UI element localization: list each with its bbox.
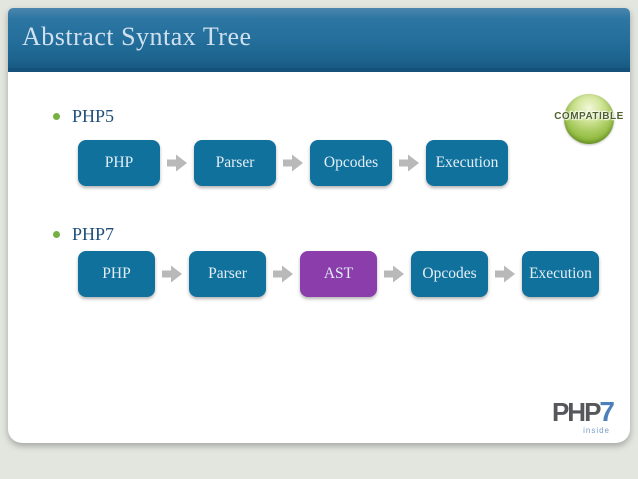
right-arrow-icon — [162, 265, 182, 283]
bullet-php5-label: PHP5 — [72, 106, 115, 126]
bullet-php7-label: PHP7 — [72, 224, 115, 244]
php7-inside-logo: PHP7 inside — [551, 396, 615, 435]
flow-step-box: Execution — [522, 251, 599, 297]
right-arrow-icon — [399, 154, 419, 172]
compatible-badge-label: COMPATIBLE — [554, 111, 624, 122]
right-arrow-icon — [273, 265, 293, 283]
bullet-php7: PHP7 — [53, 224, 114, 245]
compatible-badge: COMPATIBLE — [548, 90, 630, 152]
flow-php7: PHP Parser AST Opcodes Execution — [78, 251, 599, 297]
flow-step-box: Opcodes — [411, 251, 488, 297]
bullet-dot-icon — [53, 231, 60, 238]
logo-php-text: PHP — [551, 397, 601, 427]
flow-step-box: Opcodes — [310, 140, 392, 186]
slide-card: Abstract Syntax Tree PHP5 PHP Parser Opc… — [8, 8, 630, 443]
flow-step-box: Execution — [426, 140, 508, 186]
flow-php5: PHP Parser Opcodes Execution — [78, 140, 508, 186]
bullet-php5: PHP5 — [53, 106, 114, 127]
flow-step-box-highlighted: AST — [300, 251, 377, 297]
right-arrow-icon — [167, 154, 187, 172]
green-sphere-icon — [564, 94, 614, 144]
php7-logo-text: PHP7 — [551, 396, 615, 427]
logo-tagline: inside — [583, 426, 610, 435]
right-arrow-icon — [283, 154, 303, 172]
flow-step-box: Parser — [189, 251, 266, 297]
title-bar: Abstract Syntax Tree — [8, 8, 630, 72]
bullet-dot-icon — [53, 113, 60, 120]
page-title: Abstract Syntax Tree — [22, 22, 252, 51]
flow-step-box: Parser — [194, 140, 276, 186]
right-arrow-icon — [384, 265, 404, 283]
flow-step-box: PHP — [78, 251, 155, 297]
logo-7-text: 7 — [599, 396, 615, 427]
right-arrow-icon — [495, 265, 515, 283]
flow-step-box: PHP — [78, 140, 160, 186]
